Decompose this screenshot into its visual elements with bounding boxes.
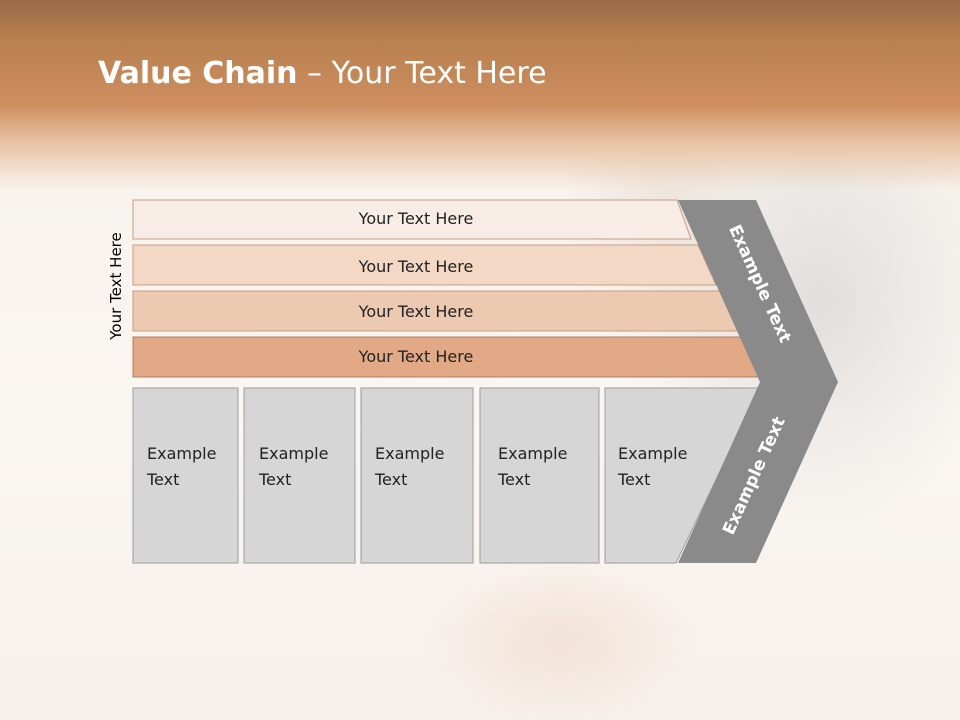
band-2-label: Your Text Here [358, 257, 474, 276]
svg-text:Text: Text [258, 637, 291, 656]
box-3-line1: Example [375, 444, 444, 463]
box-1 [132, 387, 239, 564]
band-4-label: Your Text Here [358, 347, 474, 366]
box-1-line2: Text [146, 470, 179, 489]
boxes-group: Example Text Example Text Example Text E… [132, 387, 761, 564]
title-rest: – Your Text Here [297, 56, 547, 91]
slide-title: Value Chain – Your Text Here [98, 56, 547, 91]
svg-text:Example: Example [498, 663, 567, 682]
header-bar [0, 0, 960, 190]
svg-text:Text: Text [617, 637, 650, 656]
svg-text:Example: Example [259, 663, 328, 682]
box-5-line1: Example [618, 444, 687, 463]
box-2-line1: Example [259, 444, 328, 463]
box-3 [360, 387, 474, 564]
box-5-line2: Text [617, 470, 650, 489]
box-4 [479, 387, 600, 564]
box-4-line1: Example [498, 444, 567, 463]
bands-group: Your Text Here Your Text Here Your Text … [132, 199, 764, 378]
svg-text:Text: Text [497, 637, 530, 656]
reflection: Example Text Example Text Example Text E… [132, 562, 828, 720]
box-3-line2: Text [374, 470, 407, 489]
chevron-lower [678, 382, 838, 563]
box-1-line1: Example [147, 444, 216, 463]
box-2-line2: Text [258, 470, 291, 489]
band-1-label: Your Text Here [358, 209, 474, 228]
title-bold: Value Chain [98, 56, 298, 91]
band-2 [132, 244, 717, 286]
svg-text:Example: Example [375, 663, 444, 682]
svg-text:Example: Example [147, 663, 216, 682]
band-3-label: Your Text Here [358, 302, 474, 321]
band-1 [132, 199, 692, 240]
chevron-upper [678, 200, 838, 382]
box-2 [243, 387, 356, 564]
svg-text:Text: Text [146, 637, 179, 656]
svg-text:Text: Text [374, 637, 407, 656]
box-4-line2: Text [497, 470, 530, 489]
svg-text:Example: Example [618, 663, 687, 682]
